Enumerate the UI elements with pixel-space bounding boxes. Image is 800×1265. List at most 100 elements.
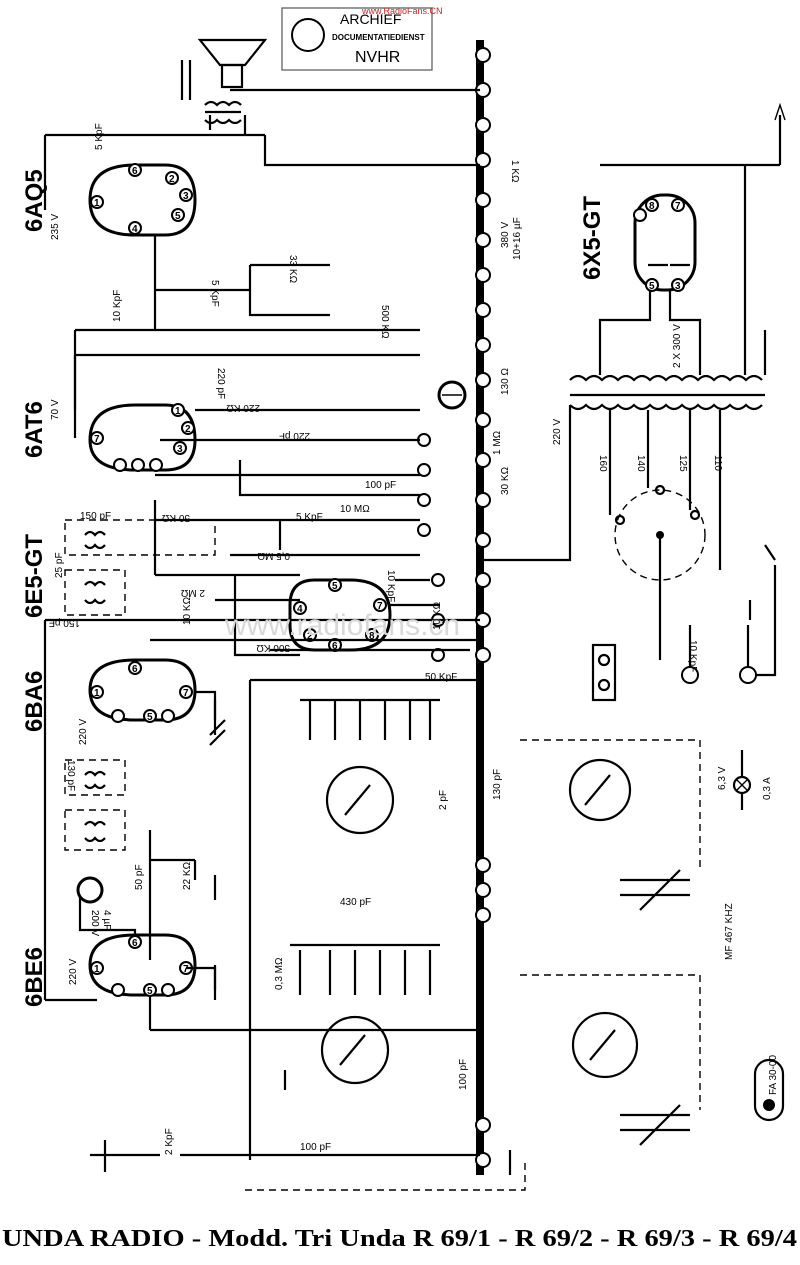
wire-top: [43, 133, 480, 210]
label-r-33k: 33 KΩ: [287, 255, 298, 284]
label-c-150pf-a: 150 pF: [80, 511, 111, 522]
coil-bank-lower: [290, 943, 440, 995]
label-r-30k: 30 KΩ: [500, 466, 511, 495]
label-c-430pf: 430 pF: [340, 897, 371, 908]
tap-label-2: 140: [635, 455, 646, 472]
svg-text:5: 5: [175, 211, 181, 222]
if-coils: [84, 530, 106, 843]
svg-text:6: 6: [132, 664, 138, 675]
tuning-cap-2: [620, 1104, 690, 1146]
pilot-lamp-icon: [732, 750, 752, 810]
ht-arrow: [774, 102, 786, 121]
label-r-500k-b: 500 KΩ: [256, 642, 290, 653]
label-r-220k: 220 KΩ: [226, 402, 260, 413]
label-v-220-a: 220 V: [78, 719, 89, 745]
band-switch-1: [325, 765, 395, 835]
svg-text:6: 6: [132, 166, 138, 177]
label-v-220-b: 220 V: [68, 959, 79, 985]
label-c-4uf: 4 µF: [101, 910, 112, 930]
svg-text:8: 8: [369, 631, 375, 642]
tube-label-6ba6: 6BA6: [21, 671, 48, 732]
tube-6e5gt: 45 78 62: [288, 578, 392, 652]
label-c-electro: 10+16 µF: [512, 217, 523, 260]
label-v-70: 70 V: [50, 399, 61, 420]
label-r-10m: 10 MΩ: [340, 504, 370, 515]
svg-text:2: 2: [169, 174, 175, 185]
label-c-130pf-b: 130 pF: [492, 769, 503, 800]
tap-label-1: 160: [597, 455, 608, 472]
tube-label-6aq5: 6AQ5: [21, 169, 48, 232]
svg-text:7: 7: [183, 688, 189, 699]
label-c-50kpf: 50 KpF: [425, 672, 457, 683]
svg-text:2: 2: [307, 631, 313, 642]
svg-text:2: 2: [185, 424, 191, 435]
tube-6be6: 61 75: [88, 933, 197, 997]
tube-6ba6: 61 75: [88, 658, 197, 723]
tube-6aq5: 16 23 54: [88, 163, 197, 237]
label-c-5kpf: 5 KpF: [94, 123, 105, 150]
svg-text:4: 4: [297, 604, 303, 615]
ground-symbols: [209, 600, 752, 1175]
label-r-10k-b: 10 KΩ: [432, 601, 443, 630]
fuse-block: [591, 643, 617, 702]
tube-6at6: 71 23: [88, 403, 197, 472]
if-can-1a: [64, 519, 216, 556]
label-c-2kpf: 2 KpF: [164, 1128, 175, 1155]
label-r-1m: 1 MΩ: [492, 430, 503, 455]
schematic-title: UNDA RADIO - Modd. Tri Unda R 69/1 - R 6…: [2, 1226, 797, 1252]
tube-label-6e5gt: 6E5-GT: [21, 534, 48, 618]
label-c-220pf-b: 220 pF: [279, 430, 310, 441]
label-r-22k: 22 KΩ: [182, 861, 193, 890]
band-switch-3: [568, 758, 632, 822]
svg-text:7: 7: [94, 434, 100, 445]
svg-text:3: 3: [675, 281, 681, 292]
gang-line-3: [245, 1160, 526, 1191]
label-c-150pf-b: 150 pF: [49, 617, 80, 628]
label-r-03m: 0,3 MΩ: [274, 957, 285, 990]
stamp-line-1: ARCHIEF: [340, 11, 401, 27]
label-r-1k: 1 KΩ: [509, 160, 520, 183]
label-c-200v: 200 V: [89, 910, 100, 936]
label-r-130: 130 Ω: [500, 368, 511, 395]
svg-text:6: 6: [132, 938, 138, 949]
antenna-icon: [90, 1140, 480, 1172]
stamp-line-2: DOCUMENTATIEDIENST: [332, 33, 425, 42]
wire-output: [208, 88, 480, 135]
gang-line-1: [520, 739, 701, 870]
label-c-100pf-a: 100 pF: [365, 480, 396, 491]
svg-text:5: 5: [147, 986, 153, 997]
label-c-5kpf-mid: 5 KpF: [209, 280, 220, 307]
label-c-10kpf-c: 10 KpF: [385, 570, 396, 602]
label-c-100pf-b: 100 pF: [458, 1059, 469, 1090]
label-r-2m: 2 MΩ: [180, 587, 205, 598]
if-can-1b: [64, 569, 126, 616]
label-r-10k: 10 KΩ: [182, 596, 193, 625]
label-v-235: 235 V: [50, 214, 61, 240]
label-r-50k: 50 KΩ: [161, 512, 190, 523]
label-mf: MF 467 KHZ: [724, 903, 735, 960]
label-c-2pf: 2 pF: [438, 790, 449, 810]
watermark-center: www.radiofans.cn: [224, 609, 460, 642]
label-c-25pf: 25 pF: [54, 552, 65, 578]
label-r-05m: 0,5 MΩ: [257, 550, 290, 561]
loudspeaker-icon: [180, 38, 268, 100]
label-v-220-c: 220 V: [552, 419, 563, 445]
svg-text:1: 1: [94, 964, 100, 975]
label-c-100pf-c: 100 pF: [300, 1142, 331, 1153]
svg-text:7: 7: [377, 601, 383, 612]
tube-label-6at6: 6AT6: [21, 401, 48, 458]
tuning-eye: [437, 380, 467, 410]
svg-text:5: 5: [332, 581, 338, 592]
svg-text:4: 4: [132, 224, 138, 235]
tap-label-4: 110: [712, 455, 723, 471]
svg-text:1: 1: [175, 406, 181, 417]
tap-label-3: 125: [677, 455, 688, 472]
svg-text:5: 5: [147, 712, 153, 723]
svg-text:7: 7: [675, 201, 681, 212]
tube-label-6x5gt: 6X5-GT: [579, 196, 606, 280]
label-v-2x300: 2 X 300 V: [672, 324, 683, 368]
bus-nodes: [475, 47, 491, 1168]
watermark-top: www.RadioFans.CN: [361, 6, 443, 16]
wire-ht: [600, 115, 782, 167]
